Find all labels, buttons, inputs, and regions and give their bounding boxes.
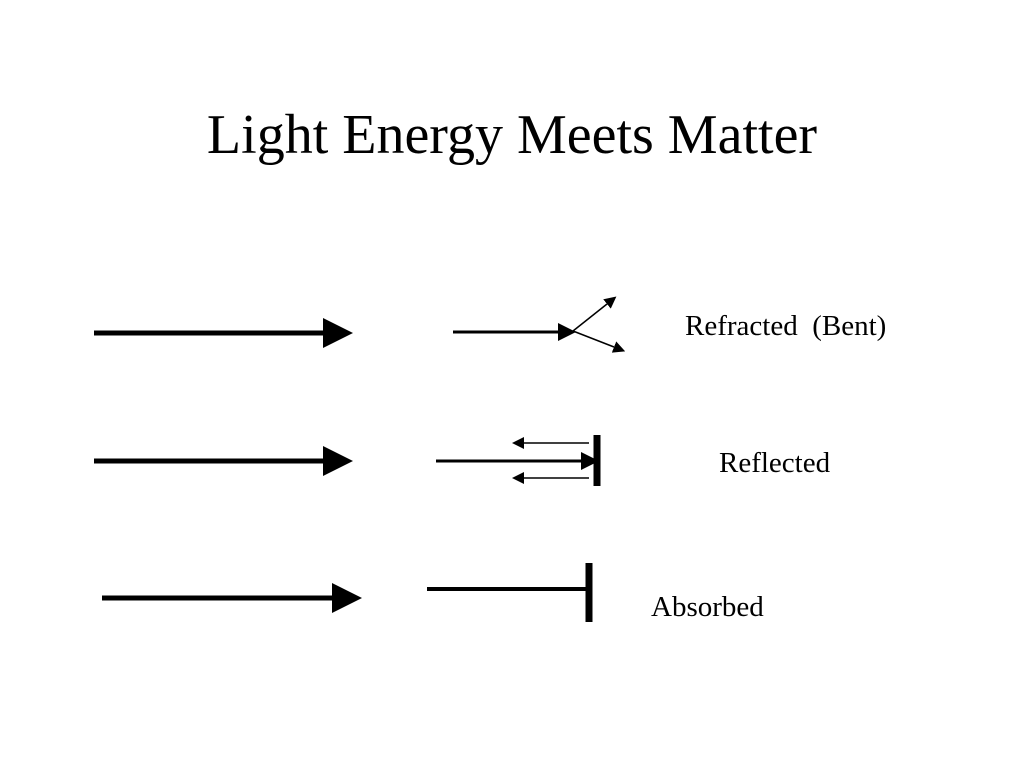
label-refracted: Refracted (Bent) <box>685 310 887 342</box>
refracted-ray-up <box>572 296 617 332</box>
label-absorbed: Absorbed <box>651 591 764 623</box>
refracted-ray-down <box>572 330 626 353</box>
label-reflected: Reflected <box>719 447 831 479</box>
row-reflected-diagram <box>94 435 601 486</box>
row-refracted-diagram <box>94 296 626 353</box>
slide-title: Light Energy Meets Matter <box>206 104 818 166</box>
row-absorbed-diagram <box>102 563 593 622</box>
